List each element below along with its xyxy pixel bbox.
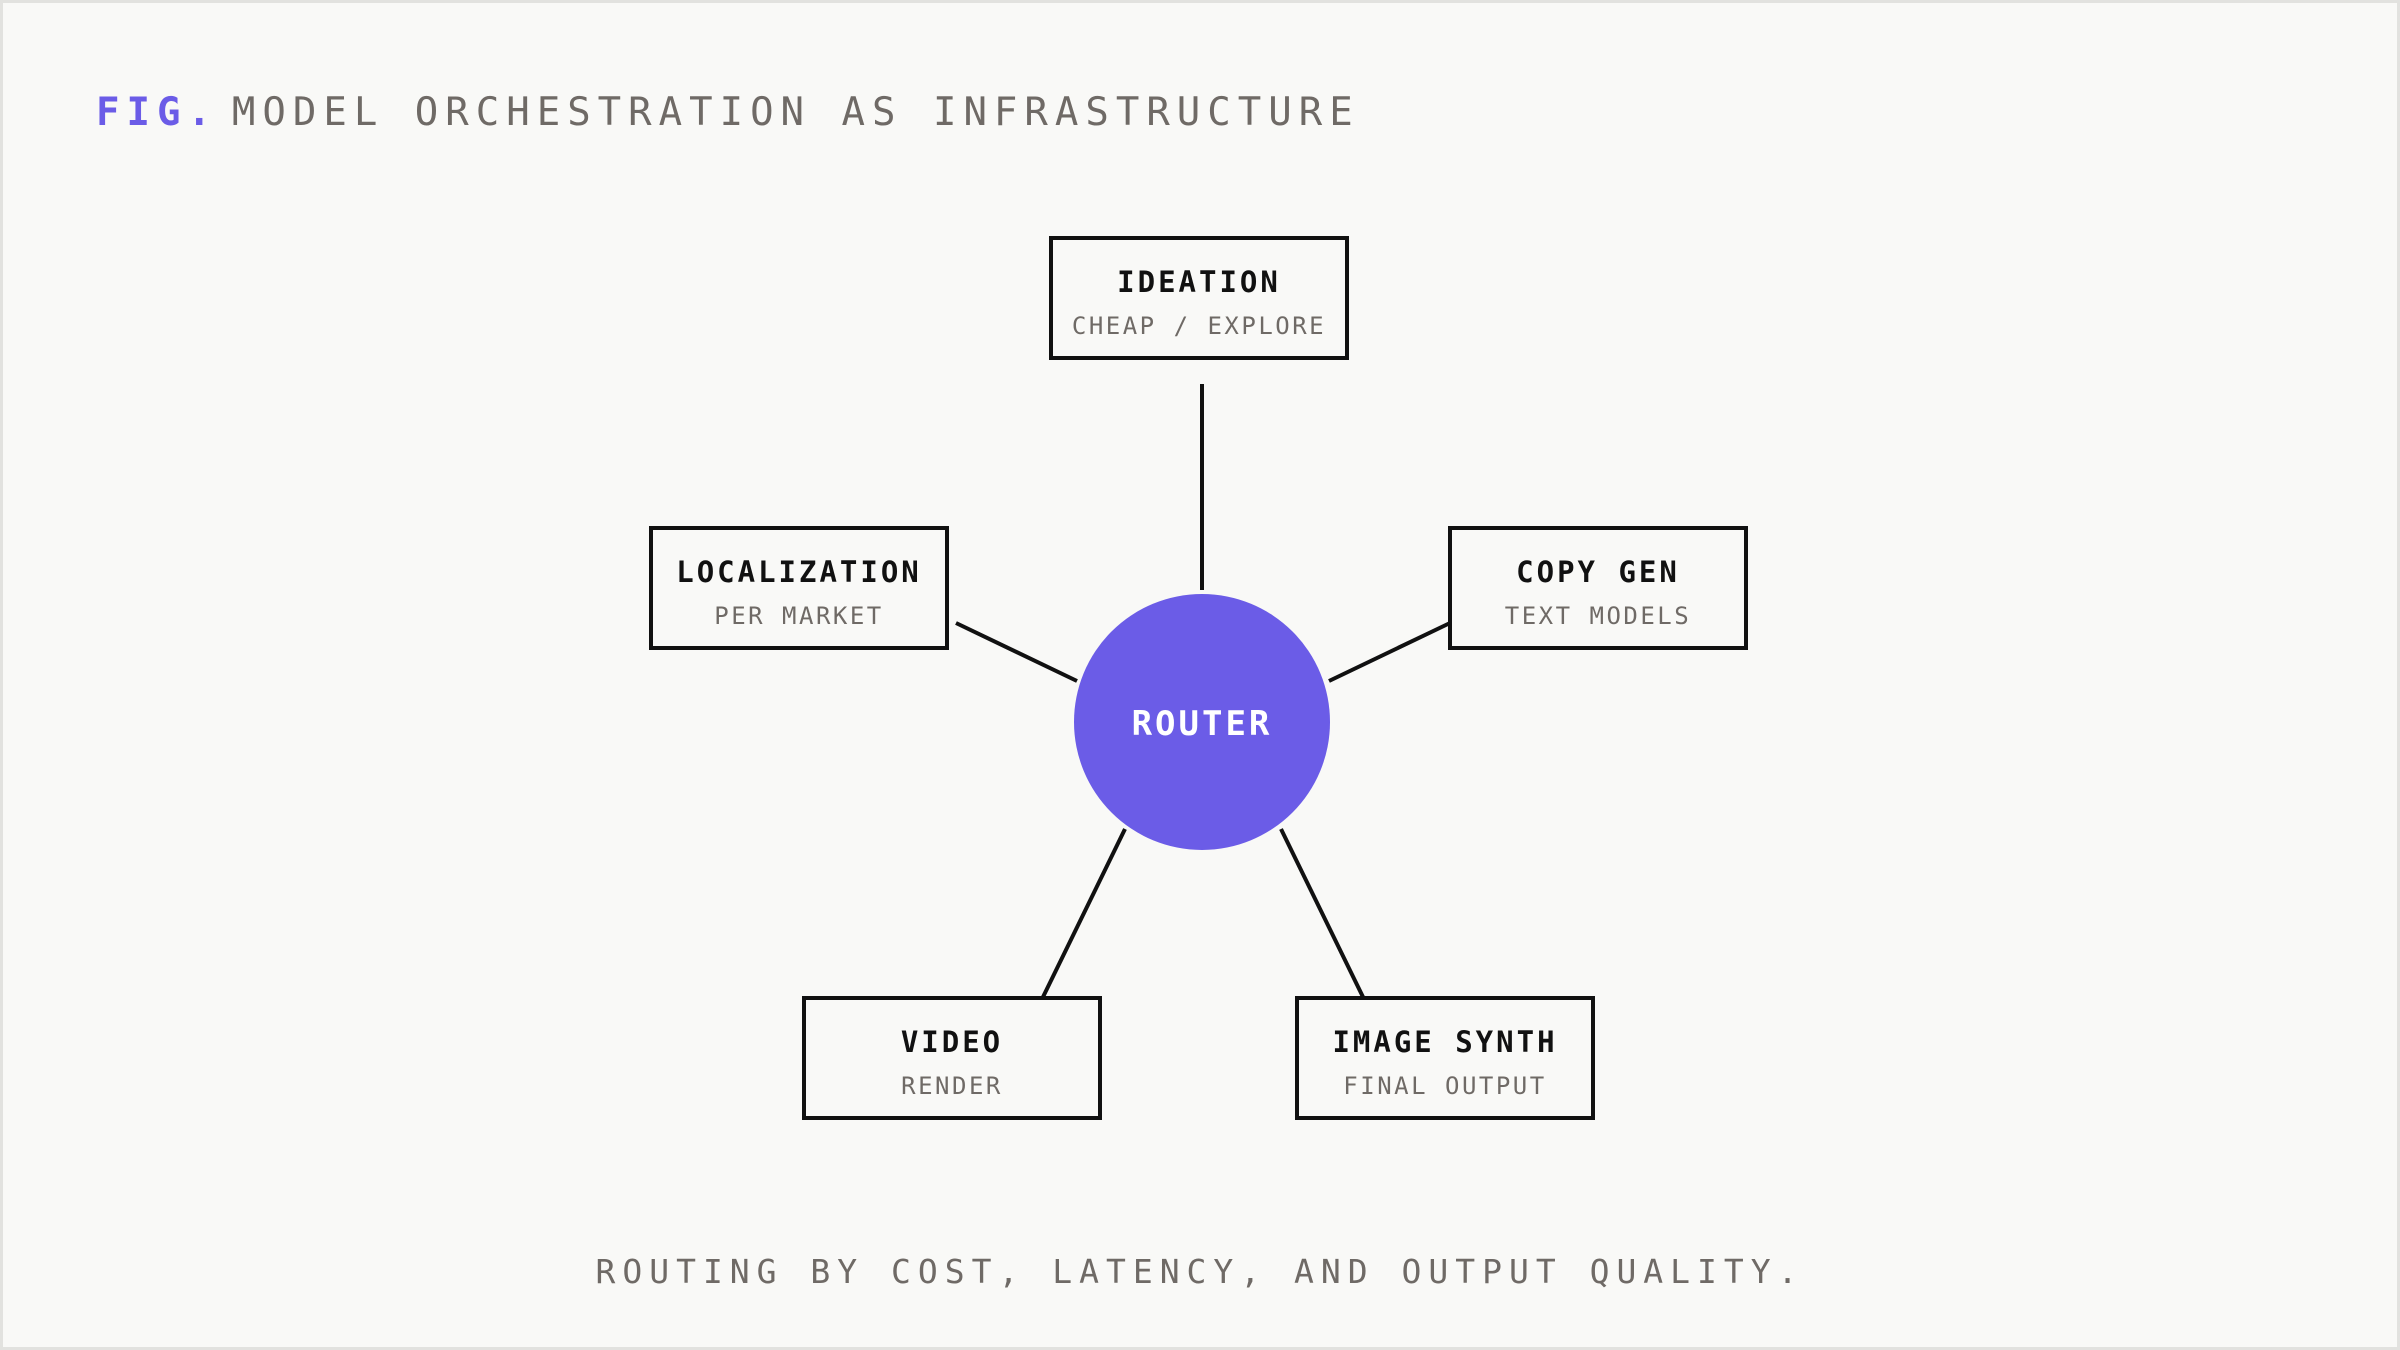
node-title: IDEATION <box>1117 265 1281 299</box>
node-subtitle: CHEAP / EXPLORE <box>1071 312 1327 340</box>
node-title: IMAGE SYNTH <box>1332 1025 1558 1059</box>
node-title: COPY GEN <box>1516 555 1680 589</box>
figure-prefix: FIG. <box>96 90 218 135</box>
figure-title: FIG. MODEL ORCHESTRATION AS INFRASTRUCTUR… <box>96 87 1360 139</box>
node-subtitle: RENDER <box>901 1072 1003 1100</box>
node-image-synth: IMAGE SYNTH FINAL OUTPUT <box>1295 996 1595 1120</box>
connector-localization <box>955 621 1078 683</box>
node-subtitle: PER MARKET <box>714 602 884 630</box>
router-node <box>1074 594 1330 850</box>
node-video: VIDEO RENDER <box>802 996 1102 1120</box>
node-copy-gen: COPY GEN TEXT MODELS <box>1448 526 1748 650</box>
node-localization: LOCALIZATION PER MARKET <box>649 526 949 650</box>
connector-copy-gen <box>1328 621 1451 683</box>
router-label: ROUTER <box>1132 704 1273 744</box>
node-subtitle: TEXT MODELS <box>1504 602 1692 630</box>
figure-caption: ROUTING BY COST, LATENCY, AND OUTPUT QUA… <box>595 1252 1805 1291</box>
diagram-svg: ROUTER <box>955 384 1451 998</box>
node-title: VIDEO <box>900 1025 1004 1059</box>
node-ideation: IDEATION CHEAP / EXPLORE <box>1049 236 1349 360</box>
connector-image-synth <box>1279 828 1365 998</box>
node-title: LOCALIZATION <box>676 555 922 589</box>
connector-video <box>1041 828 1127 998</box>
figure-title-text: MODEL ORCHESTRATION AS INFRASTRUCTURE <box>231 90 1360 135</box>
node-subtitle: FINAL OUTPUT <box>1343 1072 1547 1100</box>
